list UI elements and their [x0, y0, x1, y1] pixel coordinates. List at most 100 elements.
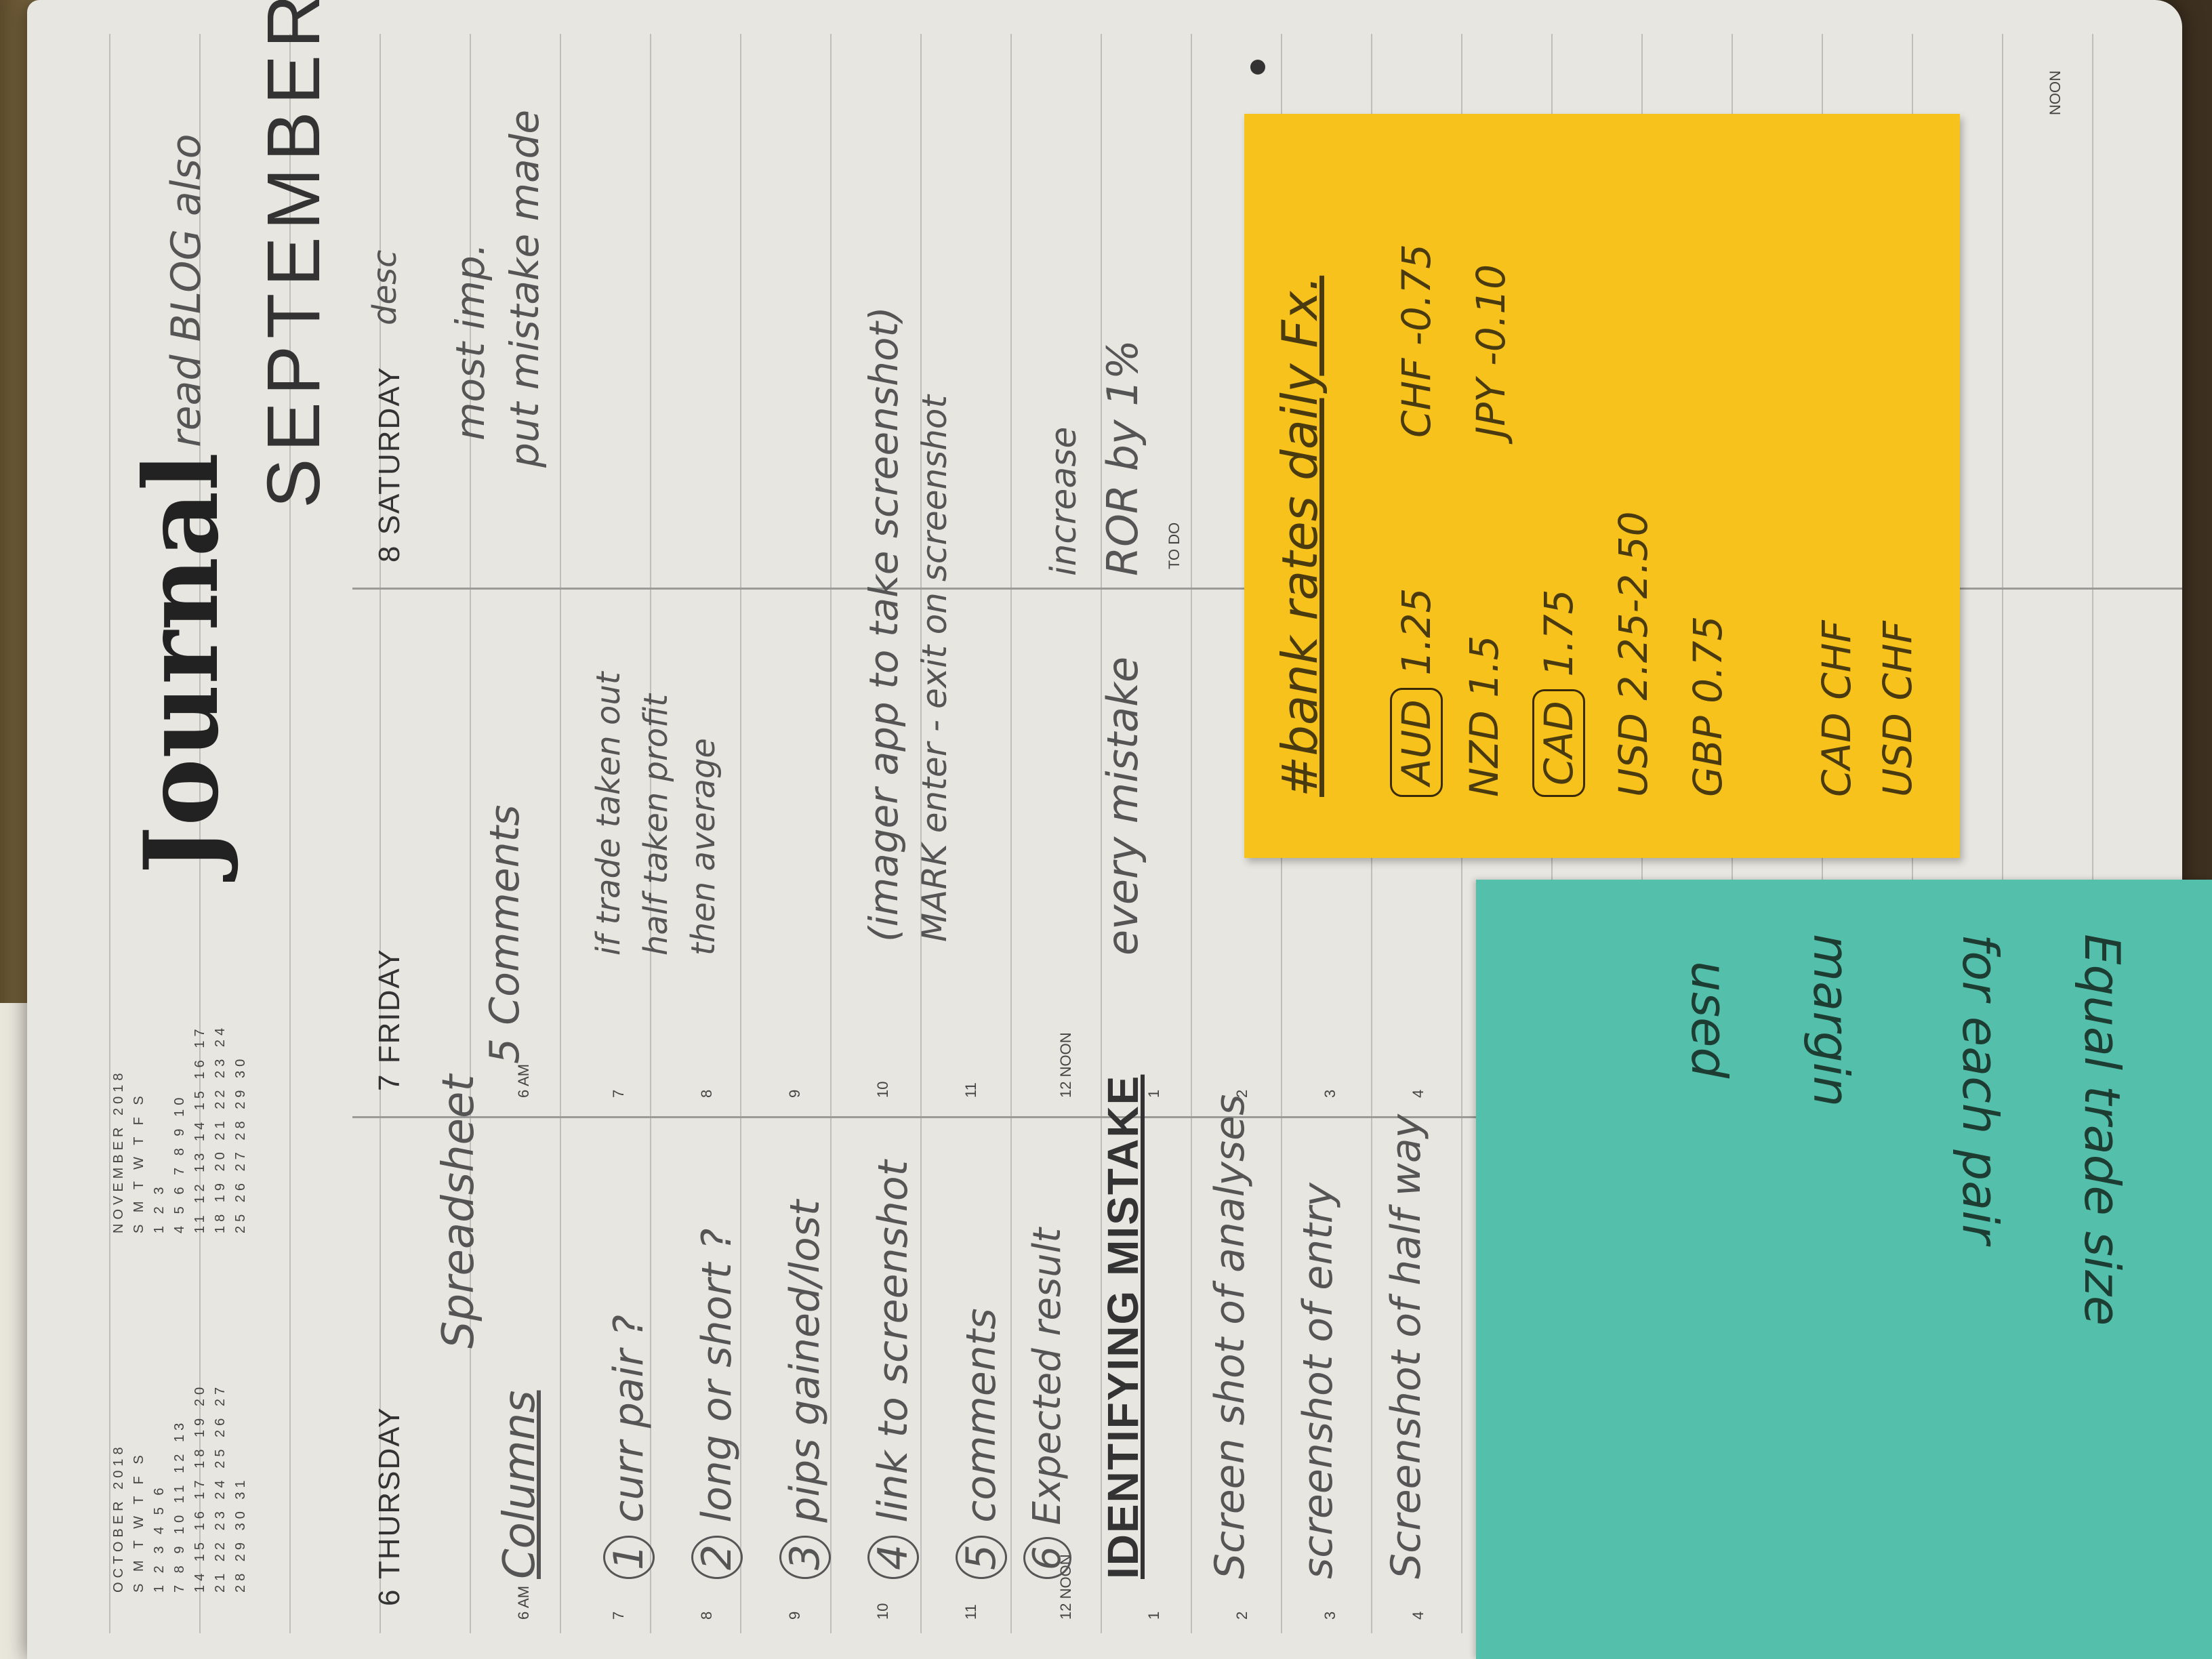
calendar-november-days: S M T W T F S: [131, 1092, 146, 1233]
hour-label: 6 AM: [515, 1063, 532, 1098]
cross-pair: USD CHF: [1875, 621, 1921, 797]
note-item-text: long or short ?: [693, 1228, 741, 1523]
sticky-yellow-heading: #bank rates daily Fx.: [1271, 275, 1328, 797]
note-item-text: link to screenshot: [869, 1160, 917, 1523]
month-title: SEPTEMBER 9: [252, 0, 335, 508]
teal-note-line: Equal trade size: [2074, 934, 2131, 1326]
note-trade-taken: if trade taken out: [590, 672, 628, 956]
hour-label: 4: [1410, 1089, 1427, 1098]
calendar-november-title: NOVEMBER 2018: [111, 1069, 126, 1233]
rate-pair: CHF: [1393, 358, 1439, 438]
note-screen-item: Screen shot of analyses: [1206, 1094, 1254, 1579]
calendar-november-row: 25 26 27 28 29 30: [233, 1054, 248, 1233]
rate-pair: GBP: [1685, 716, 1731, 797]
teal-note-line: for each pair: [1952, 934, 2009, 1244]
calendar-november-row: 11 12 13 14 15 16 17: [192, 1025, 207, 1233]
note-item: 3 pips gained/lost: [779, 1200, 831, 1579]
rate-row: AUD 1.25: [1390, 588, 1443, 797]
hour-label: 9: [786, 1611, 803, 1620]
hour-label: 3: [1322, 1089, 1338, 1098]
note-item-number: 2: [691, 1535, 743, 1579]
note-imager: (imager app to take screenshot): [861, 306, 907, 942]
note-item-text: comments: [958, 1308, 1005, 1523]
journal-title: Journal: [122, 452, 241, 874]
hour-label: 3: [1322, 1611, 1338, 1620]
note-item-text: pips gained/lost: [781, 1200, 829, 1523]
hour-label: 2: [1233, 1611, 1250, 1620]
note-screen-item: Screenshot of half way: [1382, 1113, 1430, 1579]
note-item-number: 3: [779, 1535, 831, 1579]
rate-value: 1.5: [1461, 635, 1507, 698]
hour-label: 7: [610, 1611, 627, 1620]
rate-value: -0.75: [1393, 244, 1439, 346]
note-item: 5 comments: [956, 1308, 1007, 1579]
calendar-october-row: 28 29 30 31: [233, 1476, 248, 1593]
note-most-imp: most imp.: [447, 243, 493, 441]
todo-label: TO DO: [1166, 522, 1183, 569]
rate-row: JPY -0.10: [1468, 264, 1514, 438]
blog-note: read BLOG also: [163, 134, 210, 447]
calendar-november-row: 18 19 20 21 22 23 24: [213, 1023, 228, 1233]
rate-value: 2.25-2.50: [1610, 511, 1656, 701]
rate-pair: CAD: [1532, 689, 1585, 797]
hour-label: 4: [1410, 1611, 1427, 1620]
rate-row: GBP 0.75: [1685, 616, 1731, 797]
rate-pair: AUD: [1390, 688, 1443, 797]
note-item: 1 curr pair ?: [603, 1315, 655, 1579]
rate-value: 1.75: [1536, 589, 1582, 677]
rate-value: 1.25: [1393, 588, 1439, 676]
noon-label: NOON: [2047, 70, 2064, 115]
calendar-october-title: OCTOBER 2018: [111, 1443, 126, 1593]
note-item: 6 Expected result: [1023, 1228, 1071, 1579]
note-item-number: 1: [603, 1535, 655, 1579]
note-item-text: curr pair ?: [605, 1315, 653, 1523]
hour-label: 11: [962, 1082, 979, 1098]
note-item-number: 6: [1023, 1537, 1071, 1579]
page-bullet-dot: [1250, 60, 1265, 75]
rate-row: NZD 1.5: [1461, 636, 1507, 797]
hour-label: 1: [1145, 1611, 1162, 1620]
day-heading-thursday: 6 THURSDAY: [373, 1406, 406, 1606]
note-item-number: 4: [867, 1535, 919, 1579]
rate-row: CHF -0.75: [1393, 244, 1439, 438]
calendar-october-row: 1 2 3 4 5 6: [152, 1483, 167, 1593]
hour-label: 10: [874, 1603, 891, 1620]
note-then-average: then average: [684, 738, 722, 956]
teal-note-line: used: [1681, 961, 1738, 1079]
day-heading-saturday: 8 SATURDAY: [373, 366, 406, 562]
teal-note-line: margin: [1803, 934, 1860, 1107]
note-item: 2 long or short ?: [691, 1229, 743, 1579]
calendar-november-row: 4 5 6 7 8 9 10: [172, 1093, 187, 1233]
note-screen-item: screenshot of entry: [1294, 1183, 1342, 1579]
calendar-october-days: S M T W T F S: [131, 1451, 146, 1593]
rate-value: -0.10: [1468, 264, 1514, 367]
note-identifying-mistake: IDENTIFYING MISTAKE: [1099, 1074, 1147, 1579]
note-half-taken: half taken profit: [637, 694, 675, 956]
calendar-october-row: 21 22 23 24 25 26 27: [213, 1382, 228, 1593]
hour-label: 12 NOON: [1057, 1032, 1074, 1098]
sticky-note-yellow: #bank rates daily Fx. AUD 1.25 NZD 1.5 C…: [1244, 114, 1960, 858]
note-item-text: Expected result: [1025, 1227, 1069, 1525]
saturday-note: desc: [366, 249, 404, 325]
hour-label: 8: [698, 1089, 715, 1098]
calendar-october: OCTOBER 2018 S M T W T F S 1 2 3 4 5 6 7…: [108, 1376, 251, 1593]
rate-row: USD 2.25-2.50: [1610, 511, 1656, 797]
rate-row: CAD 1.75: [1532, 589, 1585, 797]
hour-label: 7: [610, 1089, 627, 1098]
hour-label: 11: [962, 1604, 979, 1620]
note-columns: Columns: [495, 1390, 545, 1579]
hour-label: 9: [786, 1089, 803, 1098]
note-spreadsheet: Spreadsheet: [434, 1074, 484, 1349]
rate-pair: JPY: [1468, 378, 1514, 438]
calendar-october-row: 14 15 16 17 18 19 20: [192, 1382, 207, 1593]
day-heading-friday: 7 FRIDAY: [373, 948, 406, 1091]
calendar-november-row: 1 2 3: [152, 1183, 167, 1233]
note-mark-enter: MARK enter - exit on screenshot: [915, 394, 954, 942]
note-put-mistake: put mistake made: [501, 109, 548, 468]
note-every-mistake: every mistake: [1098, 656, 1147, 956]
cross-pair: CAD CHF: [1814, 620, 1860, 797]
sticky-yellow-content: #bank rates daily Fx. AUD 1.25 NZD 1.5 C…: [1244, 114, 1960, 858]
calendar-november: NOVEMBER 2018 S M T W T F S 1 2 3 4 5 6 …: [108, 1003, 251, 1233]
note-item: 4 link to screenshot: [867, 1160, 919, 1579]
sticky-note-teal: Equal trade size for each pair margin us…: [1476, 880, 2212, 1659]
